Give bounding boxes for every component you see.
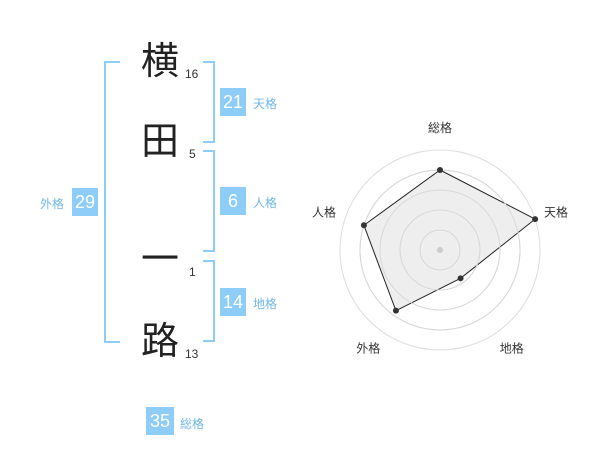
name-char-2: 田 (140, 119, 179, 163)
tenkaku-value: 21 (220, 88, 246, 116)
radar-point (360, 222, 367, 229)
name-char-1: 横 (140, 39, 179, 83)
radar-ring-overlay (419, 229, 461, 271)
gaikaku-bracket (104, 61, 120, 343)
radar-ring-overlay (379, 189, 501, 311)
chikaku-label: 地格 (253, 297, 278, 311)
radar-axis-label: 総格 (428, 120, 452, 135)
radar-axis-label: 地格 (500, 341, 524, 356)
gaikaku-value: 29 (72, 188, 98, 216)
radar-axis-label: 人格 (312, 204, 336, 219)
radar-point (457, 275, 464, 282)
chikaku-bracket (203, 260, 215, 342)
stroke-count-1: 16 (185, 67, 199, 81)
stroke-count-3: 1 (189, 265, 196, 279)
stroke-count-4: 13 (185, 347, 199, 361)
radar-center (437, 247, 443, 253)
soukaku-value: 35 (146, 407, 174, 435)
gaikaku-label: 外格 (40, 197, 65, 211)
jinkaku-value: 6 (220, 187, 246, 215)
radar-point (437, 167, 443, 173)
radar-point (532, 216, 539, 223)
radar-area (363, 169, 537, 312)
chikaku-value: 14 (220, 288, 246, 316)
jinkaku-bracket (203, 150, 215, 252)
name-char-4: 路 (140, 319, 179, 363)
tenkaku-bracket (203, 61, 215, 143)
soukaku-label: 総格 (180, 417, 205, 431)
radar-point (392, 307, 399, 314)
radar-axis-label: 天格 (544, 204, 568, 219)
radar-axis-label: 外格 (356, 341, 380, 356)
jinkaku-label: 人格 (253, 196, 278, 210)
stroke-count-2: 5 (189, 147, 196, 161)
tenkaku-label: 天格 (253, 97, 278, 111)
name-char-3: 一 (140, 237, 179, 281)
radar-ring-overlay (399, 209, 481, 291)
